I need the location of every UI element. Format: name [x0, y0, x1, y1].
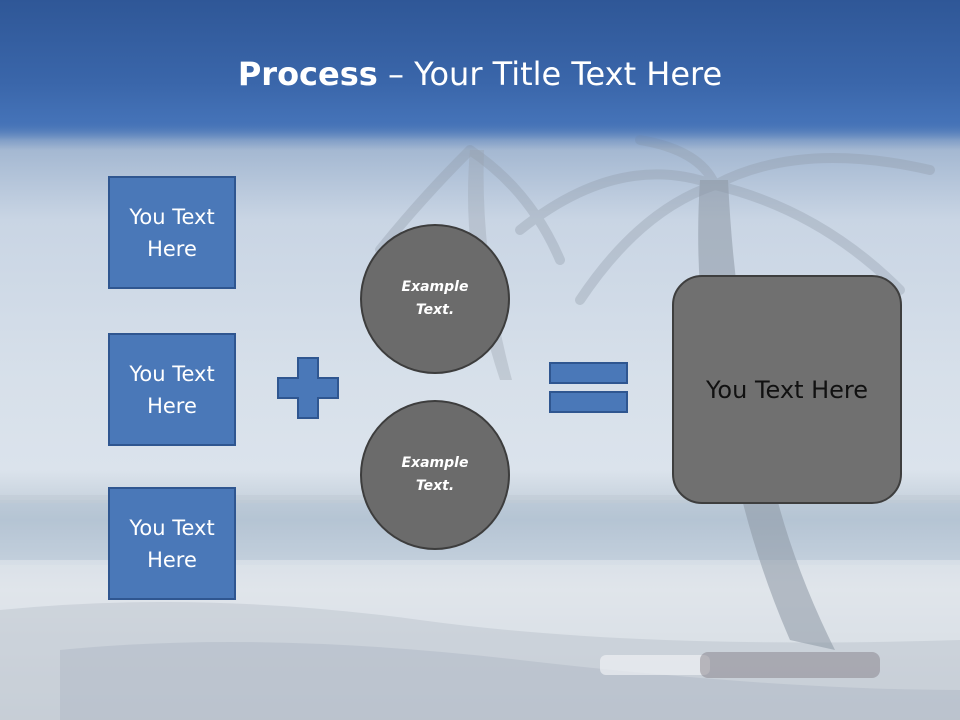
- example-circle-2[interactable]: Example Text.: [360, 400, 510, 550]
- equals-icon: [549, 362, 628, 413]
- title-band: [0, 0, 960, 150]
- example-circle-1[interactable]: Example Text.: [360, 224, 510, 374]
- text-box-1[interactable]: You Text Here: [108, 176, 236, 289]
- slide-title: Process – Your Title Text Here: [0, 52, 960, 96]
- title-rest-part: – Your Title Text Here: [377, 55, 723, 93]
- text-box-3[interactable]: You Text Here: [108, 487, 236, 600]
- text-box-2[interactable]: You Text Here: [108, 333, 236, 446]
- result-box[interactable]: You Text Here: [672, 275, 902, 504]
- title-bold-part: Process: [237, 55, 378, 93]
- plus-icon: [277, 357, 339, 419]
